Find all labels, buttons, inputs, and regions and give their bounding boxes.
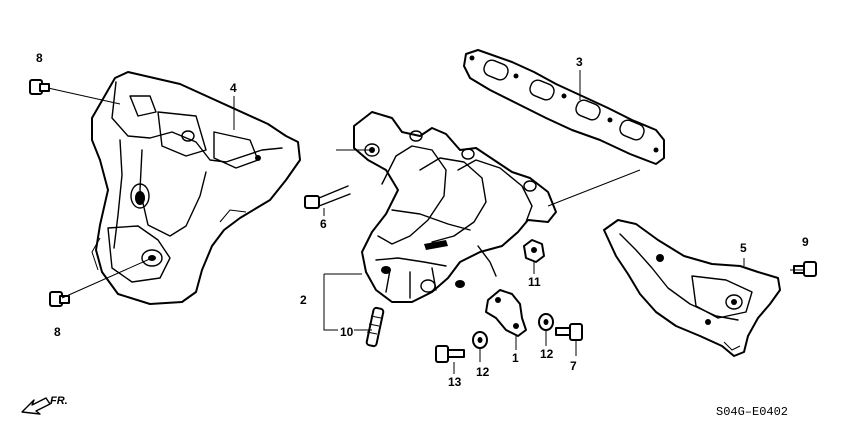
washer-left[interactable] xyxy=(472,331,488,349)
callout-8-lower: 8 xyxy=(54,325,61,339)
callout-4: 4 xyxy=(230,81,237,95)
callout-1: 1 xyxy=(512,351,519,365)
callout-6: 6 xyxy=(320,217,327,231)
heat-shield-upper[interactable] xyxy=(91,71,301,305)
front-arrow-icon: FR. xyxy=(21,395,68,415)
bolt-far-right[interactable] xyxy=(793,261,817,277)
callout-7: 7 xyxy=(570,359,577,373)
stud[interactable] xyxy=(304,185,351,209)
exhaust-manifold[interactable] xyxy=(353,111,557,303)
callout-3: 3 xyxy=(576,55,583,69)
heat-shield-lower[interactable] xyxy=(603,219,781,357)
callout-11: 11 xyxy=(528,275,541,289)
oxygen-sensor[interactable] xyxy=(365,306,385,348)
bolt-upper-left[interactable] xyxy=(29,79,50,95)
exhaust-gasket[interactable] xyxy=(463,49,665,165)
bolt-right[interactable] xyxy=(555,323,583,341)
leader-lines xyxy=(47,70,804,374)
callout-5: 5 xyxy=(740,241,747,255)
diagram-code: S04G–E0402 xyxy=(716,405,788,419)
bracket[interactable] xyxy=(485,289,527,337)
callout-9: 9 xyxy=(802,235,809,249)
washer-right[interactable] xyxy=(538,313,554,331)
callout-8-upper: 8 xyxy=(36,51,43,65)
callout-2: 2 xyxy=(300,293,307,307)
bolt-bottom[interactable] xyxy=(435,345,465,363)
bolt-lower-left[interactable] xyxy=(49,291,70,307)
callout-12-right: 12 xyxy=(540,347,554,361)
callout-12-left: 12 xyxy=(476,365,490,379)
direction-label: FR. xyxy=(50,395,68,407)
callout-10: 10 xyxy=(340,325,354,339)
callout-13: 13 xyxy=(448,375,462,389)
nut[interactable] xyxy=(523,239,545,263)
